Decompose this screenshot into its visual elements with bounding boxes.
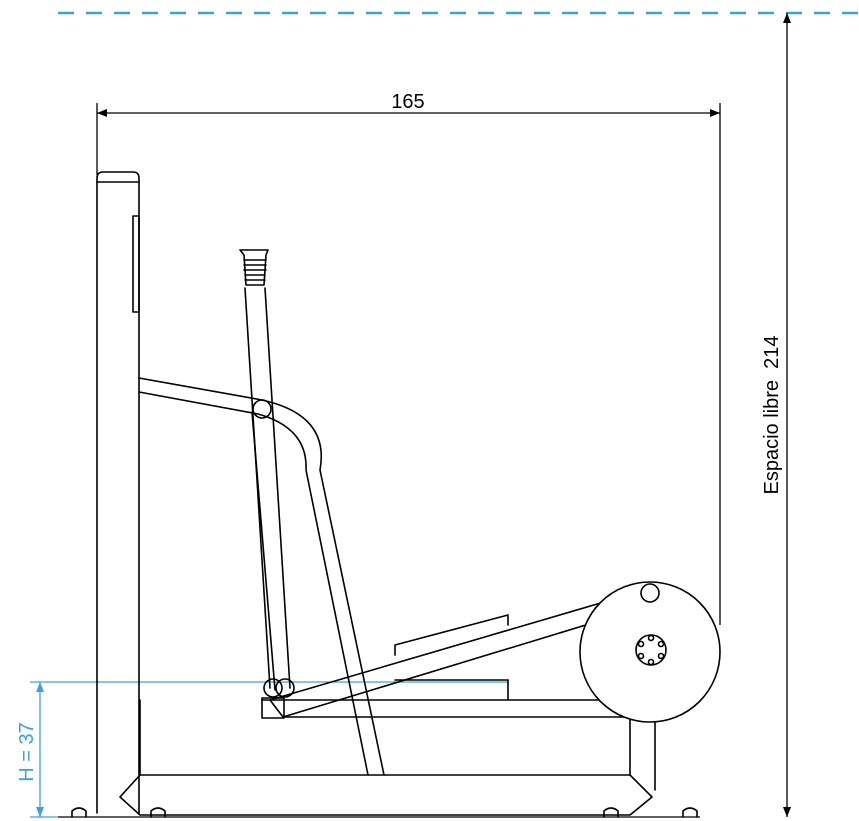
- clearance-dimension-label: Espacio libre 214: [761, 336, 783, 495]
- base-frame: [119, 699, 656, 816]
- width-dimension-label: 165: [391, 91, 424, 113]
- foot-bolts: [71, 807, 698, 818]
- lower-pivot-right: [275, 678, 295, 698]
- handle-grip: [239, 249, 269, 286]
- machine-drawing: [71, 171, 721, 818]
- seat-height-label: H = 37: [16, 722, 38, 781]
- lower-rail: [261, 697, 641, 719]
- back-post: [96, 171, 140, 814]
- lower-pivot-left: [263, 678, 283, 698]
- width-dimension: 165: [96, 91, 721, 625]
- flywheel: [579, 581, 721, 723]
- upper-pivot: [252, 399, 272, 419]
- handle-arm: [244, 287, 291, 691]
- clearance-dimension: Espacio libre 214: [761, 12, 791, 817]
